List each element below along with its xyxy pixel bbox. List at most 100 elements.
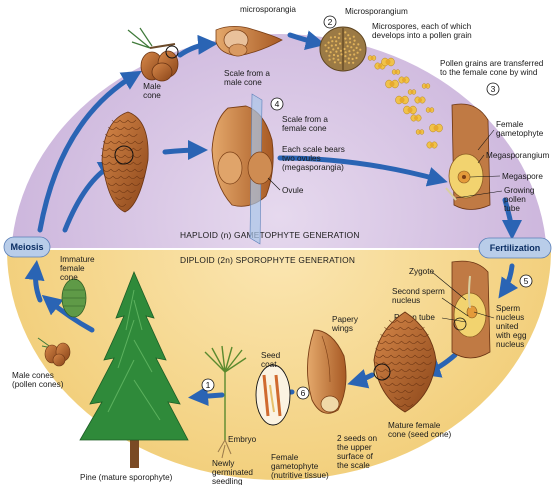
microspore	[332, 48, 335, 51]
step-4-number: 4	[275, 99, 280, 109]
cone-scale	[396, 319, 406, 323]
male-cone-label-1: Male	[143, 82, 161, 91]
pollen-grain	[403, 105, 417, 115]
microspore	[349, 53, 352, 56]
sperm-label-3: united	[496, 322, 519, 331]
microspore	[347, 61, 351, 64]
cone-scale	[404, 403, 414, 407]
mature-female-label-1: Mature female	[388, 421, 441, 430]
cone-scale	[116, 154, 126, 158]
pollen-grain	[395, 95, 409, 105]
male-cone-label-2: cone	[143, 91, 161, 100]
cone-scale	[380, 333, 389, 337]
scale-male-label-1: Scale from a	[224, 69, 270, 78]
cone-scale	[375, 347, 384, 351]
cone-scale	[396, 375, 405, 379]
microspore	[347, 57, 350, 60]
microspore	[347, 34, 350, 37]
microspore	[338, 32, 341, 35]
microspore	[329, 51, 332, 54]
cone-scale	[132, 154, 142, 158]
step-5-marker	[519, 274, 533, 288]
cone-scale	[400, 382, 409, 386]
cone-scale	[126, 168, 136, 172]
cone-scale	[110, 168, 120, 172]
microspore	[346, 45, 349, 48]
cone-scale	[404, 319, 414, 323]
female-gametophyte2-label-1: Female	[271, 453, 299, 462]
cone-scale	[417, 340, 426, 344]
cone-scale	[118, 168, 128, 172]
cone-scale	[110, 140, 120, 144]
cone-scale	[112, 175, 122, 179]
cone-scale	[414, 354, 424, 358]
cone-scale	[124, 126, 133, 130]
cone-scale	[127, 189, 136, 193]
cone-scale	[385, 340, 394, 344]
cone-scale	[111, 119, 121, 123]
cone-scale	[416, 326, 425, 330]
microsporangium-illustration	[319, 26, 367, 72]
microspore	[353, 39, 356, 42]
cone-scale	[109, 161, 118, 165]
microspore	[339, 49, 342, 52]
two-seeds-label-3: surface of	[337, 452, 374, 461]
pollen-grain	[367, 55, 377, 61]
cone-scale	[117, 203, 127, 207]
cone-scale	[390, 354, 400, 358]
step-6-marker	[296, 386, 310, 400]
cone-scale	[402, 396, 411, 400]
cone-scale	[407, 347, 416, 351]
pollen-grain	[429, 123, 443, 133]
cone-scale	[383, 361, 392, 365]
cone-scale	[388, 389, 398, 393]
microspore	[353, 53, 356, 56]
cone-scale	[401, 340, 410, 344]
microspore	[356, 51, 359, 54]
cone-scale	[108, 154, 118, 158]
cone-scale	[408, 382, 417, 386]
seed-coat-label-1: Seed	[261, 351, 281, 360]
two-seeds-label-2: the upper	[337, 443, 372, 452]
microspore	[357, 43, 360, 46]
microspore	[337, 47, 340, 50]
cone-scale	[377, 368, 386, 372]
cone-scale	[391, 347, 400, 351]
cone-scale	[111, 189, 120, 193]
pollen-grain	[426, 141, 438, 149]
mature-female-cone-illustration	[373, 311, 437, 413]
ovule-pollination-illustration	[445, 103, 491, 210]
microsporangia-label: microsporangia	[240, 5, 296, 14]
pine-tree-illustration	[79, 270, 189, 468]
male-cones-label-1: Male cones	[12, 371, 54, 380]
cone-scale	[108, 126, 117, 130]
cone-scale	[133, 161, 142, 165]
sperm-label-2: nucleus	[496, 313, 524, 322]
haploid-region	[11, 34, 547, 249]
female-gametophyte-label-1: Female	[496, 120, 524, 129]
fertilization-stage: Fertilization	[478, 237, 552, 259]
male-scale-illustration	[215, 26, 283, 57]
pollen-grain	[410, 114, 422, 122]
cone-scale	[374, 354, 384, 358]
step-2-number: 2	[328, 17, 333, 27]
cone-scale	[404, 375, 413, 379]
cone-scale	[119, 189, 128, 193]
male-cone-illustration	[127, 27, 179, 82]
step-3-marker	[486, 82, 500, 96]
cone-scale	[119, 119, 129, 123]
cone-scale	[393, 368, 402, 372]
microspore	[352, 43, 355, 46]
cone-scale	[399, 347, 408, 351]
microspore	[343, 47, 346, 51]
microspore	[352, 35, 355, 38]
cone-scale	[408, 326, 417, 330]
cone-scale	[113, 133, 122, 137]
microspore	[344, 60, 347, 63]
cone-scale	[393, 340, 402, 344]
cone-scale	[396, 389, 406, 393]
microspore	[333, 61, 336, 64]
cone-scale	[125, 161, 134, 165]
cone-scale	[415, 347, 424, 351]
second-sperm-label-1: Second sperm	[392, 287, 445, 296]
